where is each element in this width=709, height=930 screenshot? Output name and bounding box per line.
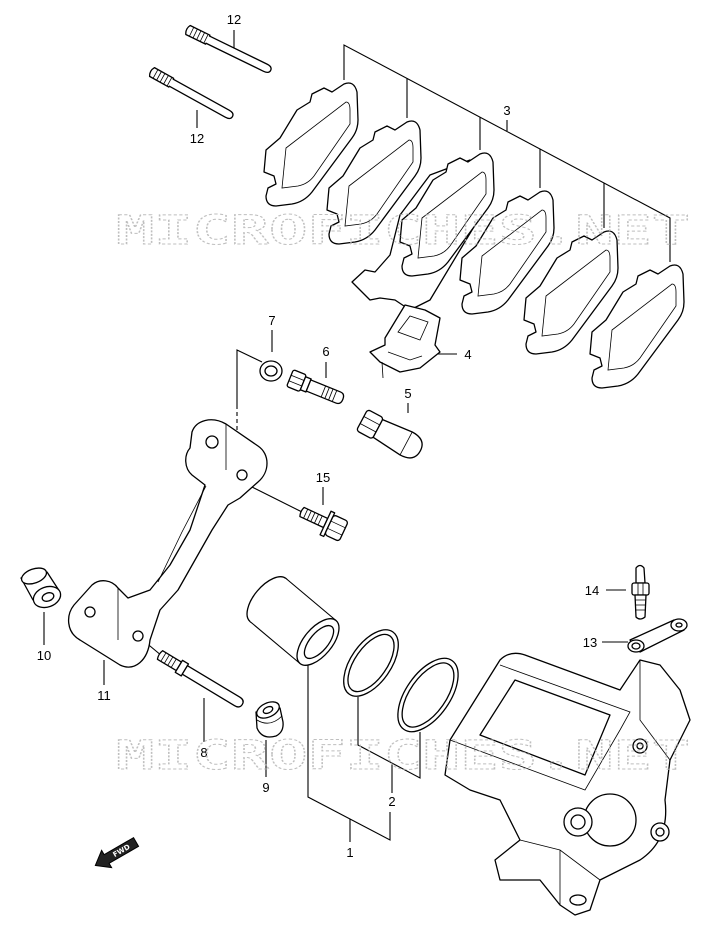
bolt-6 xyxy=(286,369,345,405)
callout-8: 8 xyxy=(200,745,207,760)
brake-pad-5 xyxy=(523,230,619,355)
brake-pad-6 xyxy=(589,264,685,389)
bracket-bolt-15 xyxy=(299,506,349,542)
callout-9: 9 xyxy=(262,780,269,795)
callout-12-top: 12 xyxy=(227,12,241,27)
callout-numbers: 12 12 3 7 6 4 5 15 14 13 10 11 8 9 2 1 xyxy=(37,12,599,860)
watermark-bottom: MICROFICHES.NET xyxy=(116,733,690,779)
caliper-piston-1 xyxy=(246,576,340,666)
callout-12-second: 12 xyxy=(190,131,204,146)
callout-6: 6 xyxy=(322,344,329,359)
piston-seal-2-inner xyxy=(343,629,399,697)
leader-3-bracket xyxy=(343,44,671,262)
piston-seal-2-outer xyxy=(397,657,459,733)
callout-4: 4 xyxy=(464,347,471,362)
watermark-top: MICROFICHES.NET xyxy=(116,208,690,254)
slide-pin-12-top xyxy=(185,24,272,74)
slide-pin-12-second xyxy=(148,66,234,120)
brake-pad-1 xyxy=(263,82,359,207)
assembly-line-7-6 xyxy=(236,349,263,405)
callout-11: 11 xyxy=(97,688,111,703)
washer-7 xyxy=(259,360,283,382)
leader-1-bracket xyxy=(307,665,391,841)
callout-5: 5 xyxy=(404,386,411,401)
pin-plug-5 xyxy=(356,409,423,459)
callout-14: 14 xyxy=(585,583,599,598)
brake-pad-3 xyxy=(399,152,495,277)
callout-15: 15 xyxy=(316,470,330,485)
forward-arrow-icon: FWD xyxy=(94,836,140,869)
callout-10: 10 xyxy=(37,648,51,663)
bleeder-cap-13 xyxy=(627,618,688,653)
brake-pad-2 xyxy=(326,120,422,245)
callout-13: 13 xyxy=(583,635,597,650)
leader-2-bracket xyxy=(357,697,421,779)
sleeve-bushing-10 xyxy=(20,567,62,609)
assembly-line-15 xyxy=(251,486,303,513)
pin-boot-9 xyxy=(255,701,284,738)
slide-pin-8 xyxy=(156,650,244,708)
callout-1: 1 xyxy=(346,845,353,860)
callout-2: 2 xyxy=(388,794,395,809)
brake-pad-4 xyxy=(459,190,555,315)
caliper-bracket-11 xyxy=(68,419,268,668)
callout-7: 7 xyxy=(268,313,275,328)
pad-spring-clip-4 xyxy=(369,304,441,379)
caliper-body xyxy=(444,652,691,916)
bleeder-valve-14 xyxy=(631,564,650,620)
callout-3: 3 xyxy=(503,103,510,118)
